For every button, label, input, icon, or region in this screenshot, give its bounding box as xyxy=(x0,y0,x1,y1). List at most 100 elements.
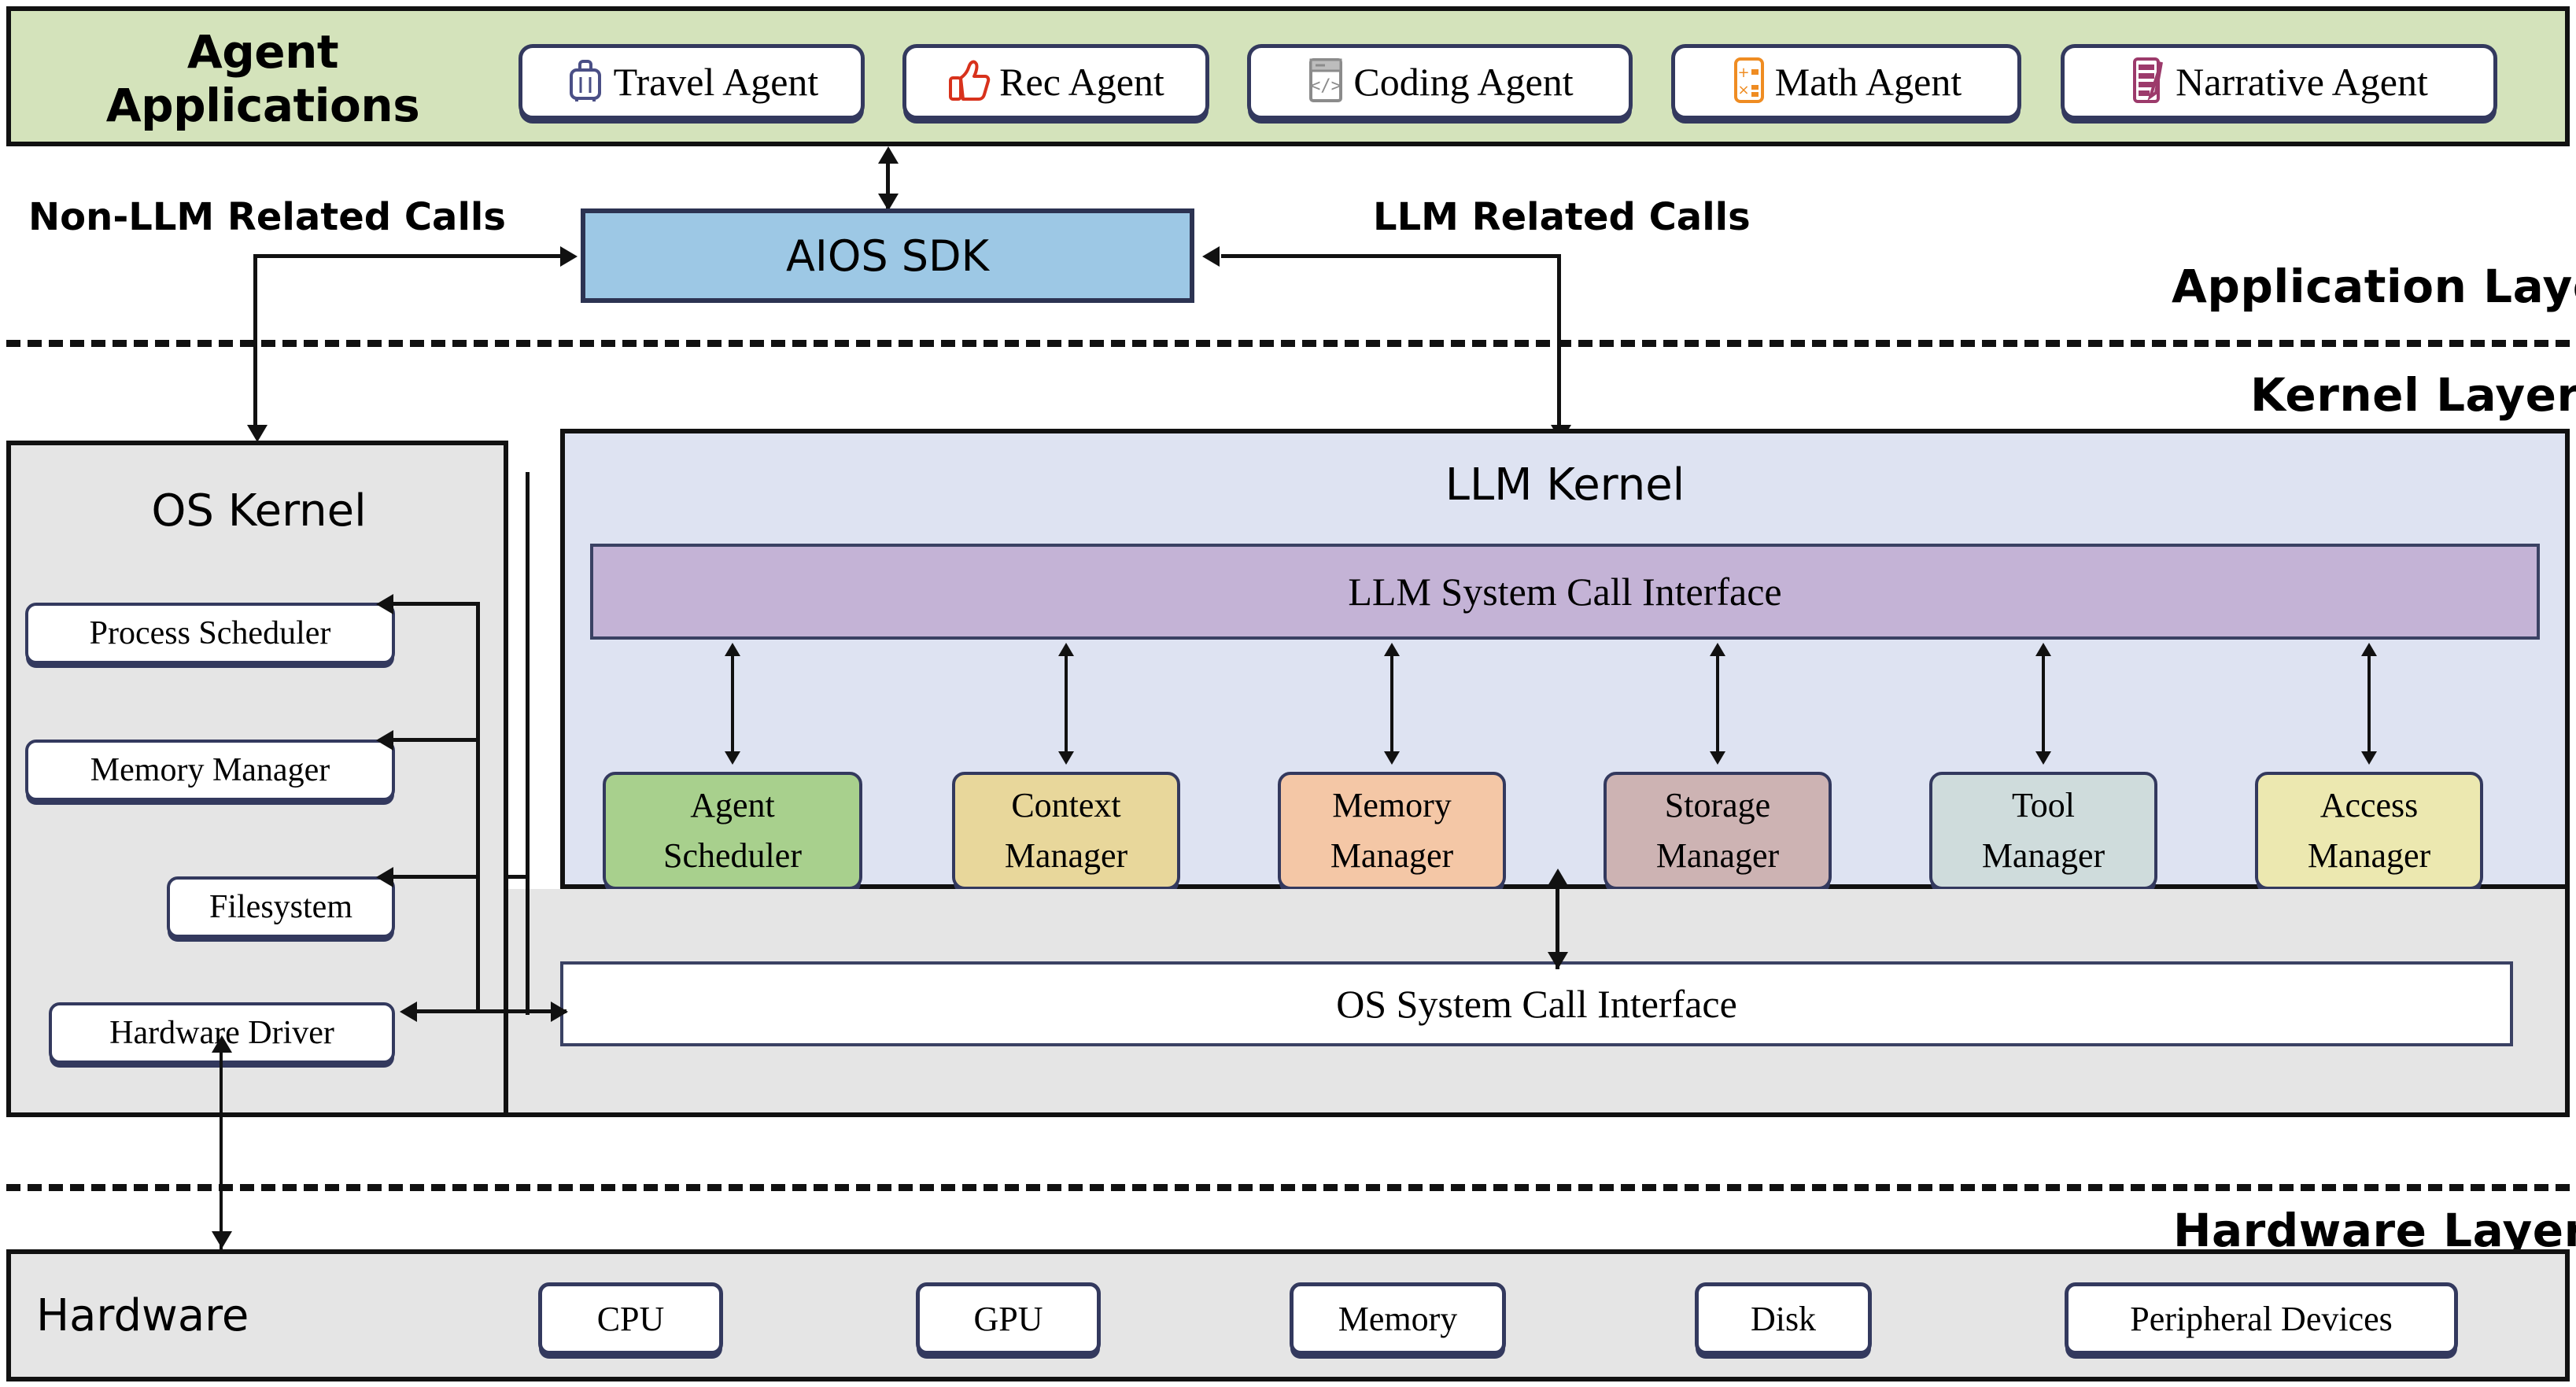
arrow-down-icon xyxy=(1058,751,1074,765)
arrow-down-icon xyxy=(2035,751,2051,765)
hardware-item-label: CPU xyxy=(596,1299,665,1338)
hardware-item-label: Memory xyxy=(1338,1299,1458,1338)
arrow-down-icon xyxy=(1548,952,1568,969)
llm-manager-label-line2: Manager xyxy=(2307,836,2431,875)
llm-manager-tool-manager[interactable]: Tool Manager xyxy=(1929,772,2157,890)
llm-manager-access-manager[interactable]: Access Manager xyxy=(2255,772,2483,890)
llm-related-calls-label: LLM Related Calls xyxy=(1373,195,1751,239)
hardware-item-label: Disk xyxy=(1750,1299,1817,1338)
code-window-icon: </> xyxy=(1306,57,1345,108)
arrow-down-icon xyxy=(878,194,899,211)
arrow-up-icon xyxy=(1548,869,1568,886)
hardware-item-gpu[interactable]: GPU xyxy=(916,1282,1101,1355)
arrow-down-icon xyxy=(247,425,268,442)
os-component-process-scheduler[interactable]: Process Scheduler xyxy=(25,603,395,664)
os-system-call-interface-label: OS System Call Interface xyxy=(1336,982,1737,1026)
agent-chip-rec[interactable]: Rec Agent xyxy=(902,44,1209,120)
hardware-band: Hardware CPU GPU Memory Disk Peripheral … xyxy=(6,1249,2570,1381)
arrow-left-icon xyxy=(400,1002,417,1022)
hardware-item-memory[interactable]: Memory xyxy=(1290,1282,1506,1355)
arrow-up-icon xyxy=(1384,643,1400,656)
os-lower-band: OS System Call Interface xyxy=(504,889,2570,1117)
application-layer-label: Application Layer xyxy=(2172,260,2576,313)
os-component-label: Filesystem xyxy=(209,889,352,925)
llm-kernel-container: LLM Kernel LLM System Call Interface Age… xyxy=(560,429,2570,890)
arrow-up-icon xyxy=(212,1035,232,1053)
arrow-right-icon xyxy=(551,1002,568,1022)
os-component-label: Memory Manager xyxy=(90,752,330,788)
llm-manager-label-line1: Tool xyxy=(2011,786,2076,825)
arrow-up-icon xyxy=(725,643,740,656)
agent-applications-band: Agent Applications Travel Agent xyxy=(6,6,2570,146)
arrow-down-icon xyxy=(2361,751,2377,765)
llm-manager-label-line1: Context xyxy=(1011,786,1121,825)
arrow-down-icon xyxy=(212,1231,232,1249)
hardware-item-label: Peripheral Devices xyxy=(2130,1299,2393,1338)
arrow-up-icon xyxy=(1058,643,1074,656)
suitcase-icon xyxy=(565,57,606,107)
llm-manager-storage-manager[interactable]: Storage Manager xyxy=(1604,772,1832,890)
hardware-layer-label: Hardware Layer xyxy=(2173,1204,2576,1257)
agent-chip-coding[interactable]: </> Coding Agent xyxy=(1247,44,1633,120)
llm-manager-agent-scheduler[interactable]: Agent Scheduler xyxy=(603,772,862,890)
agent-chip-math[interactable]: + × Math Agent xyxy=(1671,44,2021,120)
llm-manager-label-line1: Agent xyxy=(690,786,775,825)
llm-manager-label-line2: Manager xyxy=(1981,836,2105,875)
svg-text:×: × xyxy=(1737,82,1749,98)
os-component-label: Process Scheduler xyxy=(89,615,331,651)
llm-manager-label-line2: Manager xyxy=(1004,836,1128,875)
arrow-down-icon xyxy=(1710,751,1725,765)
llm-manager-label-line1: Memory xyxy=(1332,786,1452,825)
llm-manager-label-line1: Access xyxy=(2320,786,2419,825)
arrow-down-icon xyxy=(1384,751,1400,765)
arrow-left-icon xyxy=(376,730,393,751)
kernel-layer-label: Kernel Layer xyxy=(2250,368,2576,422)
arrow-up-icon xyxy=(2361,643,2377,656)
os-kernel-container: OS Kernel Process Scheduler Memory Manag… xyxy=(6,441,508,1117)
aios-sdk-label: AIOS SDK xyxy=(785,231,990,281)
llm-system-call-interface-bar[interactable]: LLM System Call Interface xyxy=(590,544,2540,640)
hardware-title: Hardware xyxy=(36,1290,249,1341)
separator-kernel-hardware xyxy=(6,1184,2570,1191)
svg-text:</>: </> xyxy=(1311,76,1342,96)
arrow-up-icon xyxy=(2035,643,2051,656)
aios-sdk-box[interactable]: AIOS SDK xyxy=(581,208,1194,303)
separator-application-kernel xyxy=(6,340,2570,347)
hardware-item-cpu[interactable]: CPU xyxy=(538,1282,723,1355)
arrow-left-icon xyxy=(376,594,393,614)
arrow-left-icon xyxy=(376,867,393,887)
llm-kernel-title: LLM Kernel xyxy=(1445,459,1685,511)
agent-applications-title: Agent Applications xyxy=(105,25,420,132)
arrow-up-icon xyxy=(878,146,899,164)
llm-manager-memory-manager[interactable]: Memory Manager xyxy=(1278,772,1506,890)
os-component-memory-manager[interactable]: Memory Manager xyxy=(25,740,395,801)
note-pencil-icon xyxy=(2130,56,2168,109)
llm-manager-label-line2: Scheduler xyxy=(663,836,802,875)
calculator-icon: + × xyxy=(1731,56,1767,109)
agent-chip-label: Math Agent xyxy=(1774,60,1962,104)
llm-manager-context-manager[interactable]: Context Manager xyxy=(952,772,1180,890)
arrow-up-icon xyxy=(1710,643,1725,656)
agent-chip-label: Narrative Agent xyxy=(2176,60,2428,104)
arrow-left-icon xyxy=(1202,246,1220,267)
hardware-item-label: GPU xyxy=(973,1299,1043,1338)
agent-chip-label: Rec Agent xyxy=(999,60,1164,104)
hardware-item-disk[interactable]: Disk xyxy=(1695,1282,1872,1355)
agent-chip-narrative[interactable]: Narrative Agent xyxy=(2061,44,2497,120)
agent-chip-label: Coding Agent xyxy=(1353,60,1574,104)
arrow-down-icon xyxy=(725,751,740,765)
os-system-call-interface-bar[interactable]: OS System Call Interface xyxy=(560,961,2513,1046)
agent-chip-travel[interactable]: Travel Agent xyxy=(519,44,865,120)
non-llm-related-calls-label: Non-LLM Related Calls xyxy=(28,195,506,239)
arrow-right-icon xyxy=(560,246,578,267)
llm-system-call-interface-label: LLM System Call Interface xyxy=(1348,570,1782,614)
os-kernel-title: OS Kernel xyxy=(151,485,367,537)
llm-manager-label-line1: Storage xyxy=(1664,786,1771,825)
thumbs-up-icon xyxy=(947,57,991,107)
hardware-item-peripheral-devices[interactable]: Peripheral Devices xyxy=(2065,1282,2458,1355)
os-component-filesystem[interactable]: Filesystem xyxy=(167,876,395,938)
llm-manager-label-line2: Manager xyxy=(1330,836,1454,875)
agent-chip-label: Travel Agent xyxy=(613,60,819,104)
llm-manager-label-line2: Manager xyxy=(1655,836,1780,875)
